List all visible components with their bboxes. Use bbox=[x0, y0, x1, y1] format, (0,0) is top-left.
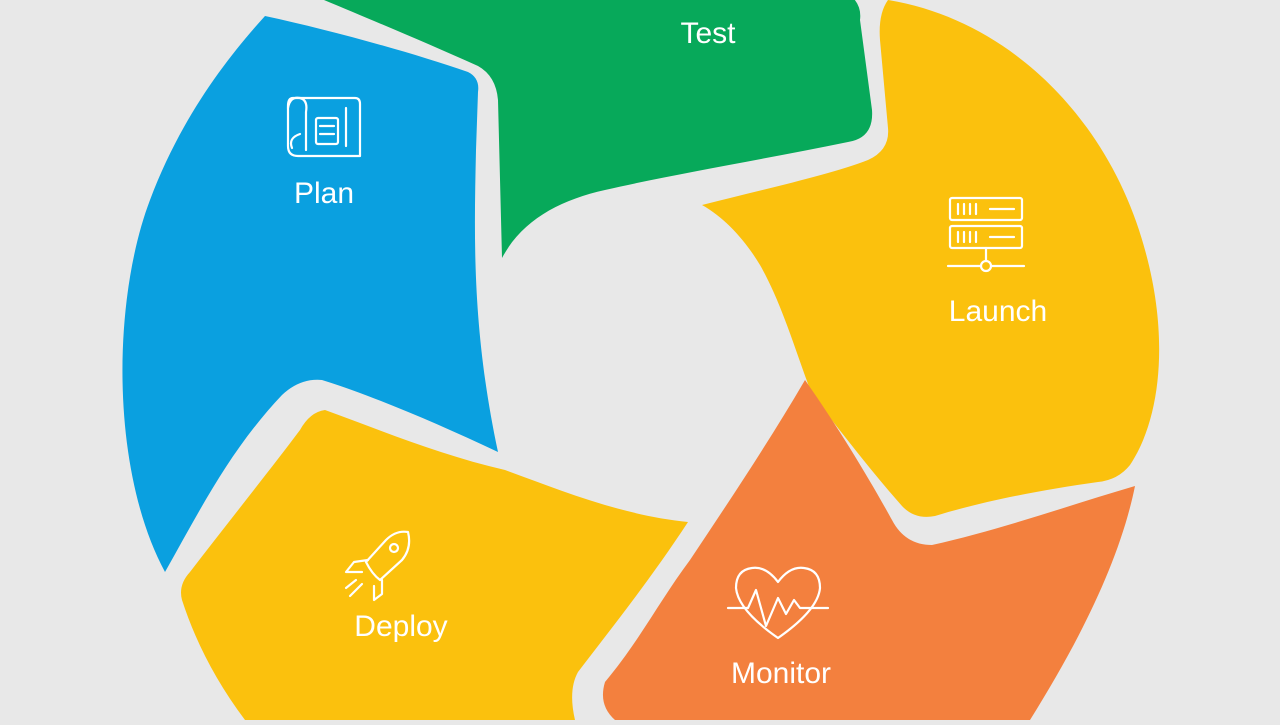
blueprint-icon bbox=[286, 96, 362, 158]
heartbeat-icon bbox=[726, 566, 830, 640]
rocket-icon bbox=[344, 530, 411, 602]
stage-label-test: Test bbox=[680, 17, 736, 50]
segment-launch bbox=[702, 0, 1160, 517]
segment-deploy bbox=[181, 410, 688, 720]
stage-label-launch: Launch bbox=[949, 295, 1047, 328]
segment-plan bbox=[122, 16, 498, 572]
segment-monitor bbox=[602, 380, 1135, 720]
stage-label-deploy: Deploy bbox=[354, 610, 447, 643]
stage-label-monitor: Monitor bbox=[731, 657, 831, 690]
stage-label-plan: Plan bbox=[294, 177, 354, 210]
segment-test bbox=[323, 0, 873, 258]
server-rack-icon bbox=[946, 196, 1026, 273]
